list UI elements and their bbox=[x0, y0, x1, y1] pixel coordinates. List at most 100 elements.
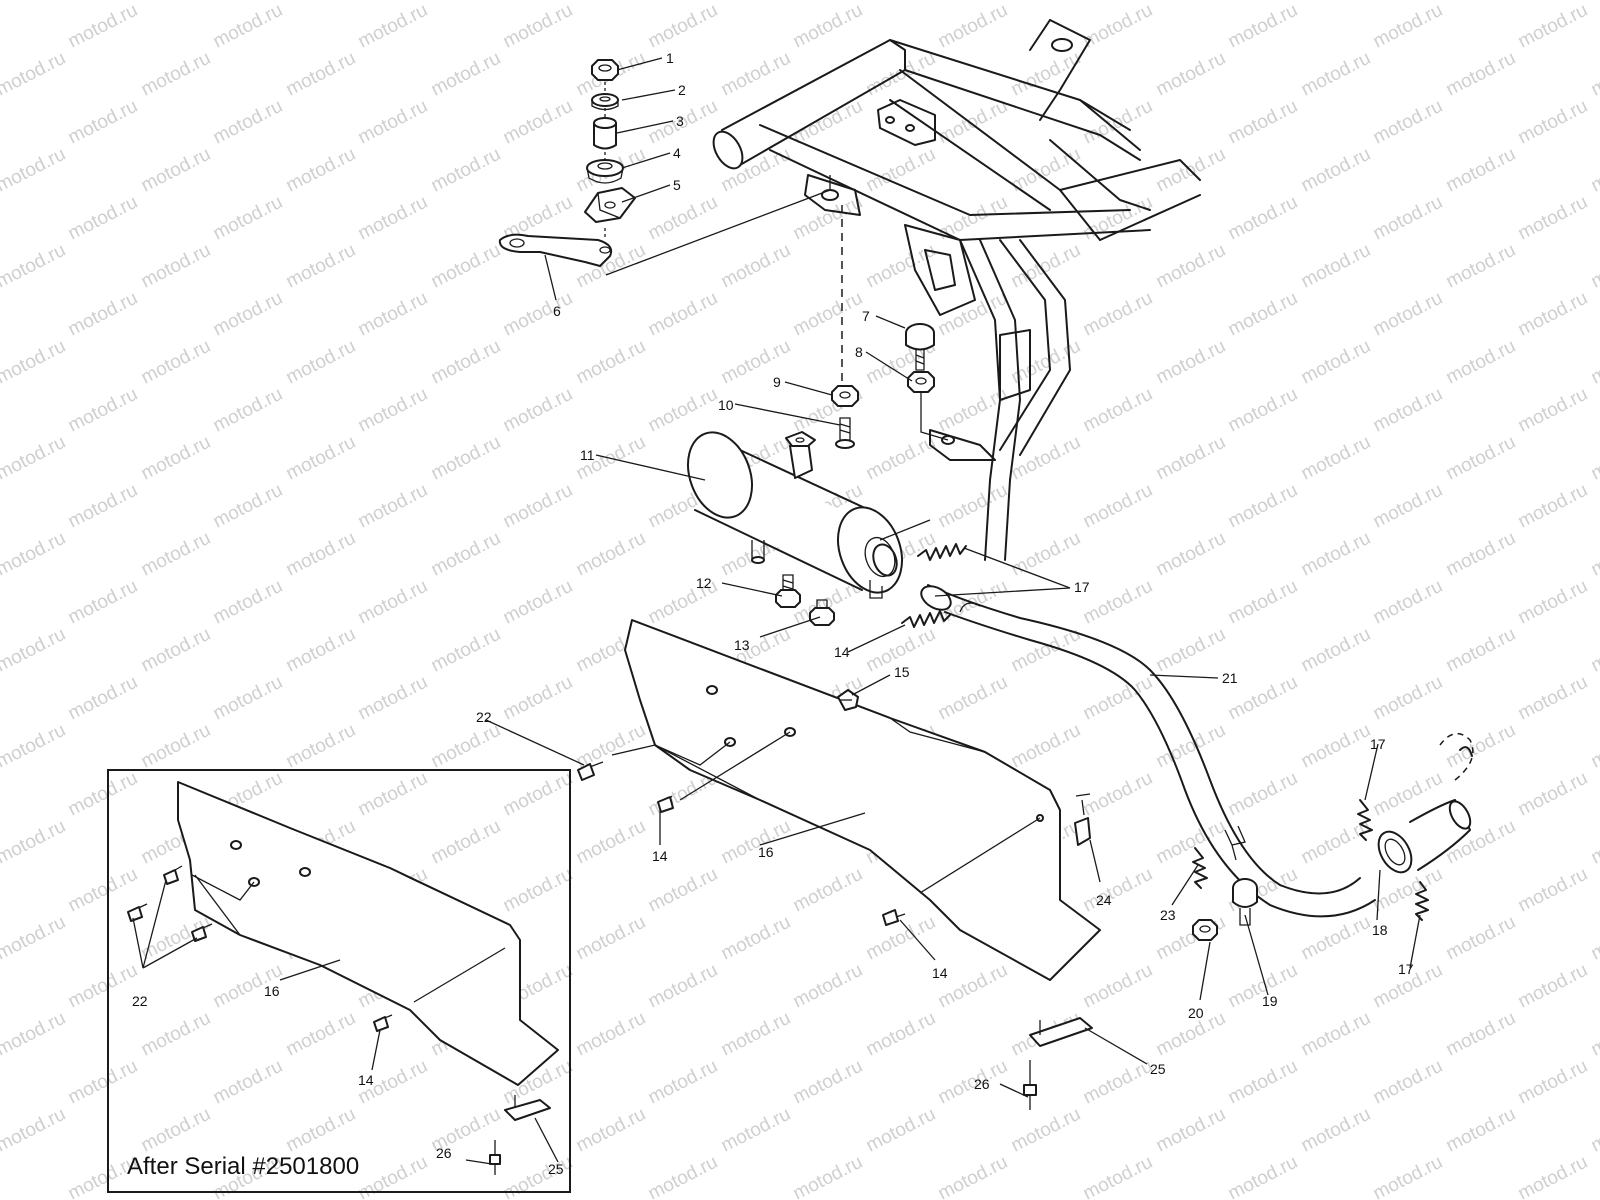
watermark-text: motod.ru bbox=[283, 0, 359, 4]
watermark-text: motod.ru bbox=[0, 240, 69, 293]
watermark-text: motod.ru bbox=[1443, 816, 1519, 869]
watermark-text: motod.ru bbox=[65, 1056, 141, 1109]
inset-frame bbox=[107, 769, 571, 1193]
watermark-text: motod.ru bbox=[1080, 864, 1156, 917]
watermark-text: motod.ru bbox=[0, 816, 69, 869]
watermark-text: motod.ru bbox=[1588, 1008, 1600, 1061]
watermark-text: motod.ru bbox=[65, 768, 141, 821]
callout-26: 26 bbox=[974, 1076, 990, 1092]
watermark-text: motod.ru bbox=[718, 1104, 794, 1157]
watermark-text: motod.ru bbox=[1370, 96, 1446, 149]
watermark-text: motod.ru bbox=[718, 912, 794, 965]
watermark-text: motod.ru bbox=[1225, 1152, 1301, 1200]
watermark-text: motod.ru bbox=[283, 624, 359, 677]
watermark-text: motod.ru bbox=[355, 576, 431, 629]
watermark-text: motod.ru bbox=[1443, 624, 1519, 677]
watermark-text: motod.ru bbox=[718, 48, 794, 101]
muffler-bolts bbox=[775, 574, 835, 626]
watermark-text: motod.ru bbox=[863, 432, 939, 485]
watermark-text: motod.ru bbox=[1153, 816, 1229, 869]
watermark-text: motod.ru bbox=[1515, 96, 1591, 149]
watermark-text: motod.ru bbox=[138, 0, 214, 4]
watermark-text: motod.ru bbox=[1370, 1056, 1446, 1109]
watermark-text: motod.ru bbox=[65, 672, 141, 725]
watermark-text: motod.ru bbox=[1370, 768, 1446, 821]
watermark-text: motod.ru bbox=[1225, 768, 1301, 821]
watermark-text: motod.ru bbox=[1298, 528, 1374, 581]
callout-20: 20 bbox=[1188, 1005, 1204, 1021]
watermark-text: motod.ru bbox=[138, 144, 214, 197]
watermark-text: motod.ru bbox=[138, 48, 214, 101]
watermark-text: motod.ru bbox=[1080, 1152, 1156, 1200]
watermark-text: motod.ru bbox=[790, 864, 866, 917]
watermark-text: motod.ru bbox=[1298, 432, 1374, 485]
watermark-text: motod.ru bbox=[210, 576, 286, 629]
clip-24 bbox=[1074, 793, 1091, 846]
watermark-text: motod.ru bbox=[1080, 0, 1156, 52]
watermark-text: motod.ru bbox=[500, 96, 576, 149]
inset-callout-25: 25 bbox=[548, 1161, 564, 1177]
watermark-text: motod.ru bbox=[138, 720, 214, 773]
watermark-text: motod.ru bbox=[1515, 768, 1591, 821]
callout-24: 24 bbox=[1096, 892, 1112, 908]
watermark-text: motod.ru bbox=[1588, 720, 1600, 773]
watermark-text: motod.ru bbox=[1298, 624, 1374, 677]
watermark-text: motod.ru bbox=[645, 1056, 721, 1109]
inset-callout-16: 16 bbox=[264, 983, 280, 999]
watermark-text: motod.ru bbox=[1080, 672, 1156, 725]
watermark-text: motod.ru bbox=[1443, 48, 1519, 101]
watermark-text: motod.ru bbox=[210, 1056, 286, 1109]
watermark-text: motod.ru bbox=[500, 672, 576, 725]
watermark-text: motod.ru bbox=[355, 384, 431, 437]
watermark-text: motod.ru bbox=[0, 912, 69, 965]
rubber-mount bbox=[1192, 878, 1258, 941]
watermark-text: motod.ru bbox=[1153, 240, 1229, 293]
watermark-text: motod.ru bbox=[428, 336, 504, 389]
watermark-text: motod.ru bbox=[283, 48, 359, 101]
watermark-text: motod.ru bbox=[1080, 576, 1156, 629]
watermark-text: motod.ru bbox=[500, 768, 576, 821]
watermark-text: motod.ru bbox=[1588, 0, 1600, 4]
watermark-text: motod.ru bbox=[1298, 144, 1374, 197]
watermark-text: motod.ru bbox=[1225, 480, 1301, 533]
watermark-text: motod.ru bbox=[863, 48, 939, 101]
watermark-text: motod.ru bbox=[283, 336, 359, 389]
watermark-text: motod.ru bbox=[718, 1008, 794, 1061]
watermark-text: motod.ru bbox=[210, 96, 286, 149]
watermark-text: motod.ru bbox=[1080, 480, 1156, 533]
watermark-text: motod.ru bbox=[1515, 288, 1591, 341]
watermark-text: motod.ru bbox=[500, 576, 576, 629]
watermark-text: motod.ru bbox=[1515, 384, 1591, 437]
inset-callout-26: 26 bbox=[436, 1145, 452, 1161]
watermark-text: motod.ru bbox=[718, 240, 794, 293]
inset-title: After Serial #2501800 bbox=[127, 1153, 359, 1180]
callout-21: 21 bbox=[1222, 670, 1238, 686]
exhaust-port bbox=[1377, 732, 1474, 874]
watermark-text: motod.ru bbox=[1008, 0, 1084, 4]
watermark-text: motod.ru bbox=[1443, 720, 1519, 773]
watermark-text: motod.ru bbox=[573, 912, 649, 965]
watermark-text: motod.ru bbox=[1370, 576, 1446, 629]
watermark-text: motod.ru bbox=[355, 288, 431, 341]
callout-8: 8 bbox=[855, 344, 863, 360]
springs bbox=[901, 543, 1429, 921]
watermark-text: motod.ru bbox=[65, 288, 141, 341]
watermark-text: motod.ru bbox=[1443, 1008, 1519, 1061]
inset-callout-14: 14 bbox=[358, 1072, 374, 1088]
watermark-text: motod.ru bbox=[283, 240, 359, 293]
watermark-text: motod.ru bbox=[428, 240, 504, 293]
callout-15: 15 bbox=[894, 664, 910, 680]
watermark-text: motod.ru bbox=[1008, 528, 1084, 581]
watermark-text: motod.ru bbox=[573, 0, 649, 4]
callout-leaders bbox=[279, 57, 1421, 1165]
watermark-text: motod.ru bbox=[1225, 192, 1301, 245]
callout-4: 4 bbox=[673, 145, 681, 161]
watermark-text: motod.ru bbox=[1588, 144, 1600, 197]
watermark-text: motod.ru bbox=[1080, 192, 1156, 245]
watermark-text: motod.ru bbox=[210, 672, 286, 725]
watermark-text: motod.ru bbox=[573, 816, 649, 869]
watermark-text: motod.ru bbox=[1008, 720, 1084, 773]
watermark-text: motod.ru bbox=[355, 672, 431, 725]
watermark-text: motod.ru bbox=[1080, 1056, 1156, 1109]
callout-1: 1 bbox=[666, 50, 674, 66]
